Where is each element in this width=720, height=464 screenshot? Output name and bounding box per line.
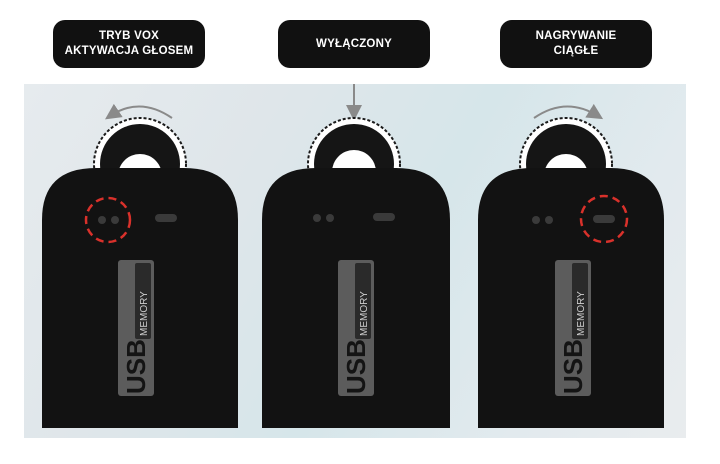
memory-text: MEMORY: [576, 291, 587, 336]
rotate-left-arrow-icon: [105, 103, 173, 120]
rotate-right-arrow-icon: [533, 103, 604, 120]
device-off: USB MEMORY: [262, 84, 450, 428]
mode-label-off: WYŁĄCZONY: [278, 20, 430, 68]
memory-text: MEMORY: [139, 291, 150, 336]
mode-label-vox: TRYB VOX AKTYWACJA GŁOSEM: [53, 20, 205, 68]
highlight-circle: [579, 194, 629, 244]
mode-label-continuous: NAGRYWANIE CIĄGŁE: [500, 20, 652, 68]
memory-text: MEMORY: [359, 291, 370, 336]
usb-text: USB: [558, 339, 588, 394]
highlight-circle: [84, 196, 132, 244]
device-continuous: USB MEMORY: [478, 103, 664, 428]
usb-text: USB: [341, 339, 371, 394]
usb-text: USB: [121, 339, 151, 394]
device-vox: USB MEMORY: [42, 103, 238, 428]
